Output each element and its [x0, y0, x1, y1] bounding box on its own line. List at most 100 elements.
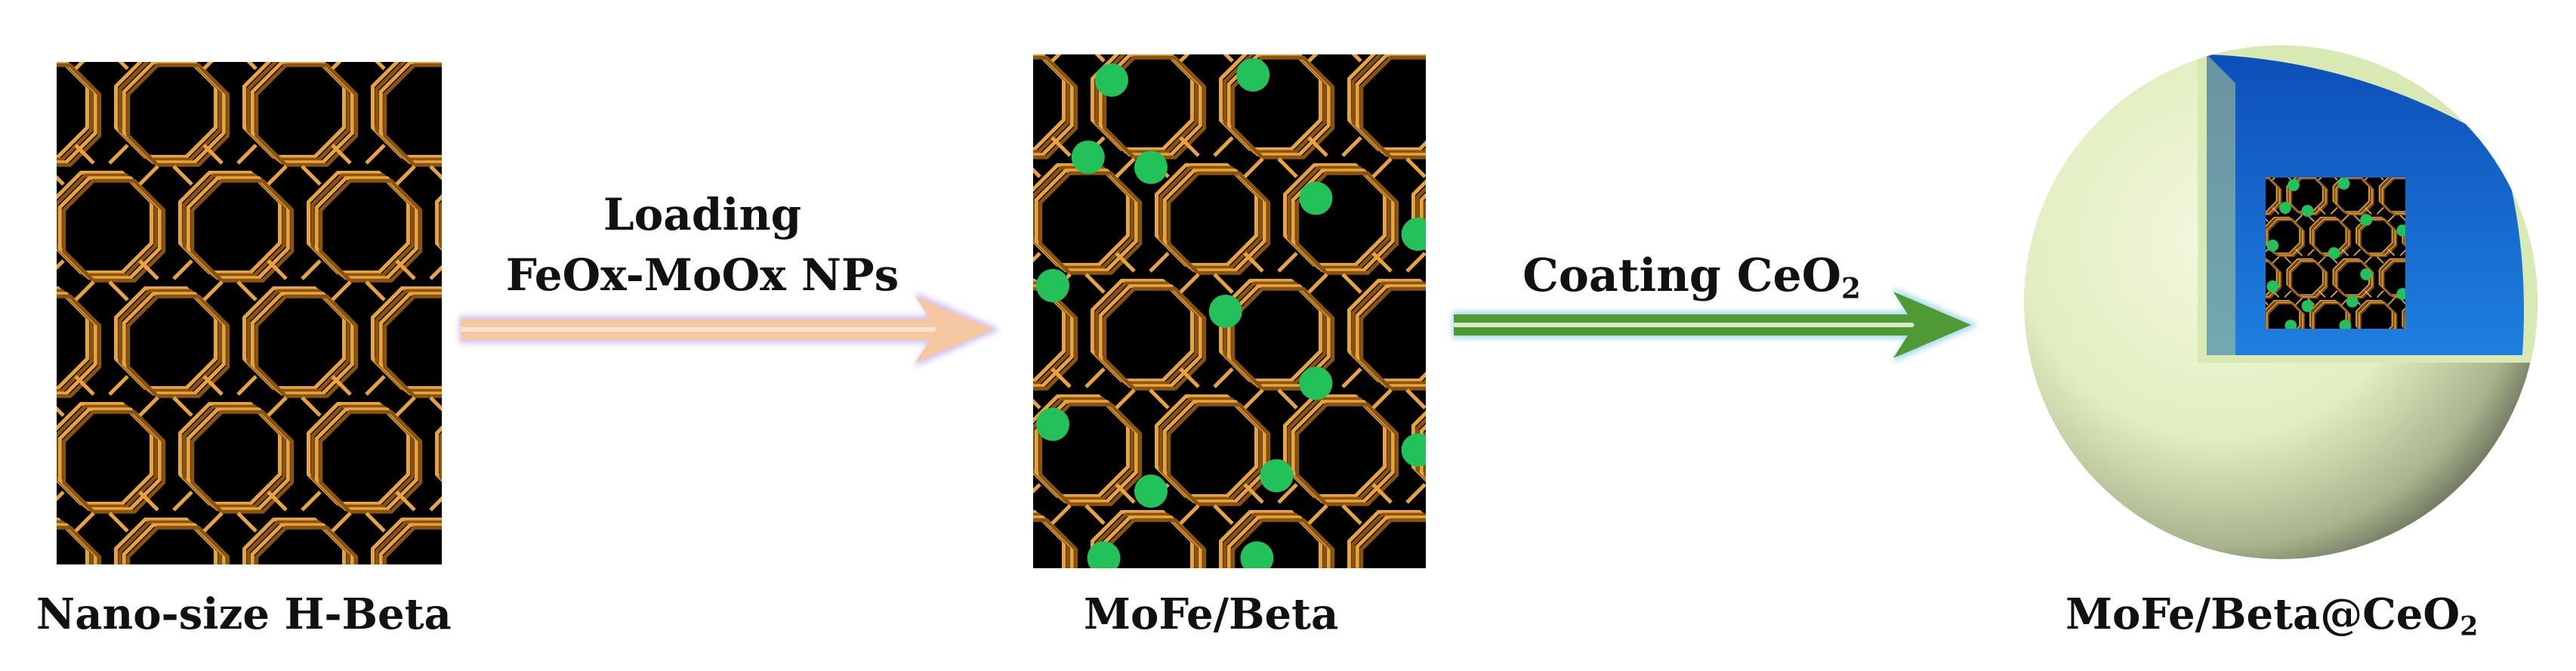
framework-ring [1033, 55, 1078, 159]
framework-link [2272, 206, 2280, 215]
framework-ring [2360, 219, 2398, 257]
framework-link [138, 490, 159, 512]
framework-link [57, 406, 65, 417]
framework-ring [1295, 171, 1399, 275]
framework-link [108, 375, 129, 396]
framework-ring [126, 294, 230, 398]
framework-ring [1355, 54, 1426, 157]
nanoparticle [1401, 218, 1426, 251]
framework-ring [62, 410, 166, 514]
framework-link [2272, 178, 2276, 181]
nanoparticle [2339, 320, 2352, 329]
framework-ring [1351, 281, 1426, 385]
framework-link [2380, 178, 2384, 181]
framework-link [375, 62, 386, 70]
framework-link [1405, 157, 1426, 178]
framework-link [331, 62, 342, 70]
framework-link [202, 144, 224, 165]
framework-link [2307, 249, 2315, 256]
framework-link [2330, 290, 2338, 298]
framework-link [108, 144, 129, 165]
framework-link [1351, 54, 1362, 63]
nanoparticle [2288, 179, 2300, 191]
framework-link [1341, 136, 1362, 157]
framework-link [236, 280, 258, 301]
framework-link [2266, 301, 2269, 306]
nanoparticle [2396, 224, 2405, 237]
framework-ring [1351, 512, 1426, 568]
nanoparticle [1236, 58, 1270, 92]
nanoparticle [2328, 247, 2340, 259]
framework-link [57, 259, 65, 271]
nanoparticle [1134, 475, 1168, 508]
h-beta-framework-image [57, 62, 442, 564]
framework-ring [1347, 510, 1426, 568]
framework-ring [2380, 178, 2405, 214]
framework-ring [2266, 261, 2282, 299]
framework-ring [57, 294, 102, 398]
framework-link [138, 165, 159, 186]
step-label-loading: Loading [603, 189, 802, 240]
framework-link [1033, 398, 1041, 410]
framework-link [1115, 388, 1136, 410]
nanoparticle [1401, 433, 1426, 467]
nanoparticle [1208, 295, 1242, 328]
framework-link [1050, 504, 1072, 525]
framework-link [236, 512, 258, 533]
framework-link [2318, 206, 2326, 215]
framework-link [395, 396, 416, 417]
framework-link [1341, 273, 1362, 294]
framework-link [395, 165, 416, 186]
framework-link [74, 62, 85, 70]
framework-ring [1355, 284, 1426, 388]
framework-ring [1411, 410, 1426, 482]
mofe-beta-framework-image [1033, 54, 1426, 568]
framework-link [331, 144, 352, 165]
framework-link [267, 396, 288, 417]
framework-link [267, 259, 288, 280]
framework-ring [319, 178, 423, 283]
framework-ring [1419, 424, 1426, 480]
framework-link [2272, 256, 2280, 264]
nanoparticle [2266, 280, 2279, 292]
nanoparticle [1240, 541, 1274, 568]
zeolite-framework-graphic [57, 62, 442, 564]
framework-ring [371, 286, 442, 390]
framework-ring [1351, 54, 1426, 154]
framework-ring [1167, 171, 1271, 275]
framework-ring [1359, 55, 1426, 159]
framework-link [301, 490, 322, 512]
nanoparticle [1095, 63, 1128, 97]
framework-link [1033, 252, 1041, 263]
framework-link [2387, 215, 2396, 222]
framework-link [1213, 367, 1234, 388]
framework-ring [371, 518, 442, 564]
nanoparticle [2279, 202, 2291, 214]
framework-link [1277, 483, 1298, 504]
framework-ring [1359, 518, 1426, 568]
step-label-loading-nps: FeOx-MoOx NPs [505, 249, 899, 301]
framework-ring [439, 432, 442, 481]
framework-ring [2402, 307, 2405, 329]
framework-ring [1411, 179, 1426, 251]
framework-ring [62, 178, 166, 283]
nanoparticle [1299, 181, 1333, 215]
framework-link [1050, 136, 1072, 157]
framework-link [331, 375, 352, 396]
framework-link [331, 280, 352, 301]
framework-ring [439, 201, 442, 250]
framework-ring [378, 62, 442, 165]
framework-ring [2337, 261, 2374, 299]
nanoparticle [2396, 288, 2405, 300]
framework-link [202, 375, 224, 396]
framework-ring [2267, 219, 2305, 257]
nanoparticle [1036, 269, 1069, 302]
coating-arrow [1452, 287, 1979, 363]
framework-link [429, 264, 442, 280]
framework-link [365, 375, 386, 396]
framework-link [365, 144, 386, 165]
framework-link [1179, 504, 1200, 525]
framework-link [365, 512, 386, 533]
framework-ring [2381, 178, 2405, 215]
framework-link [2266, 249, 2269, 253]
